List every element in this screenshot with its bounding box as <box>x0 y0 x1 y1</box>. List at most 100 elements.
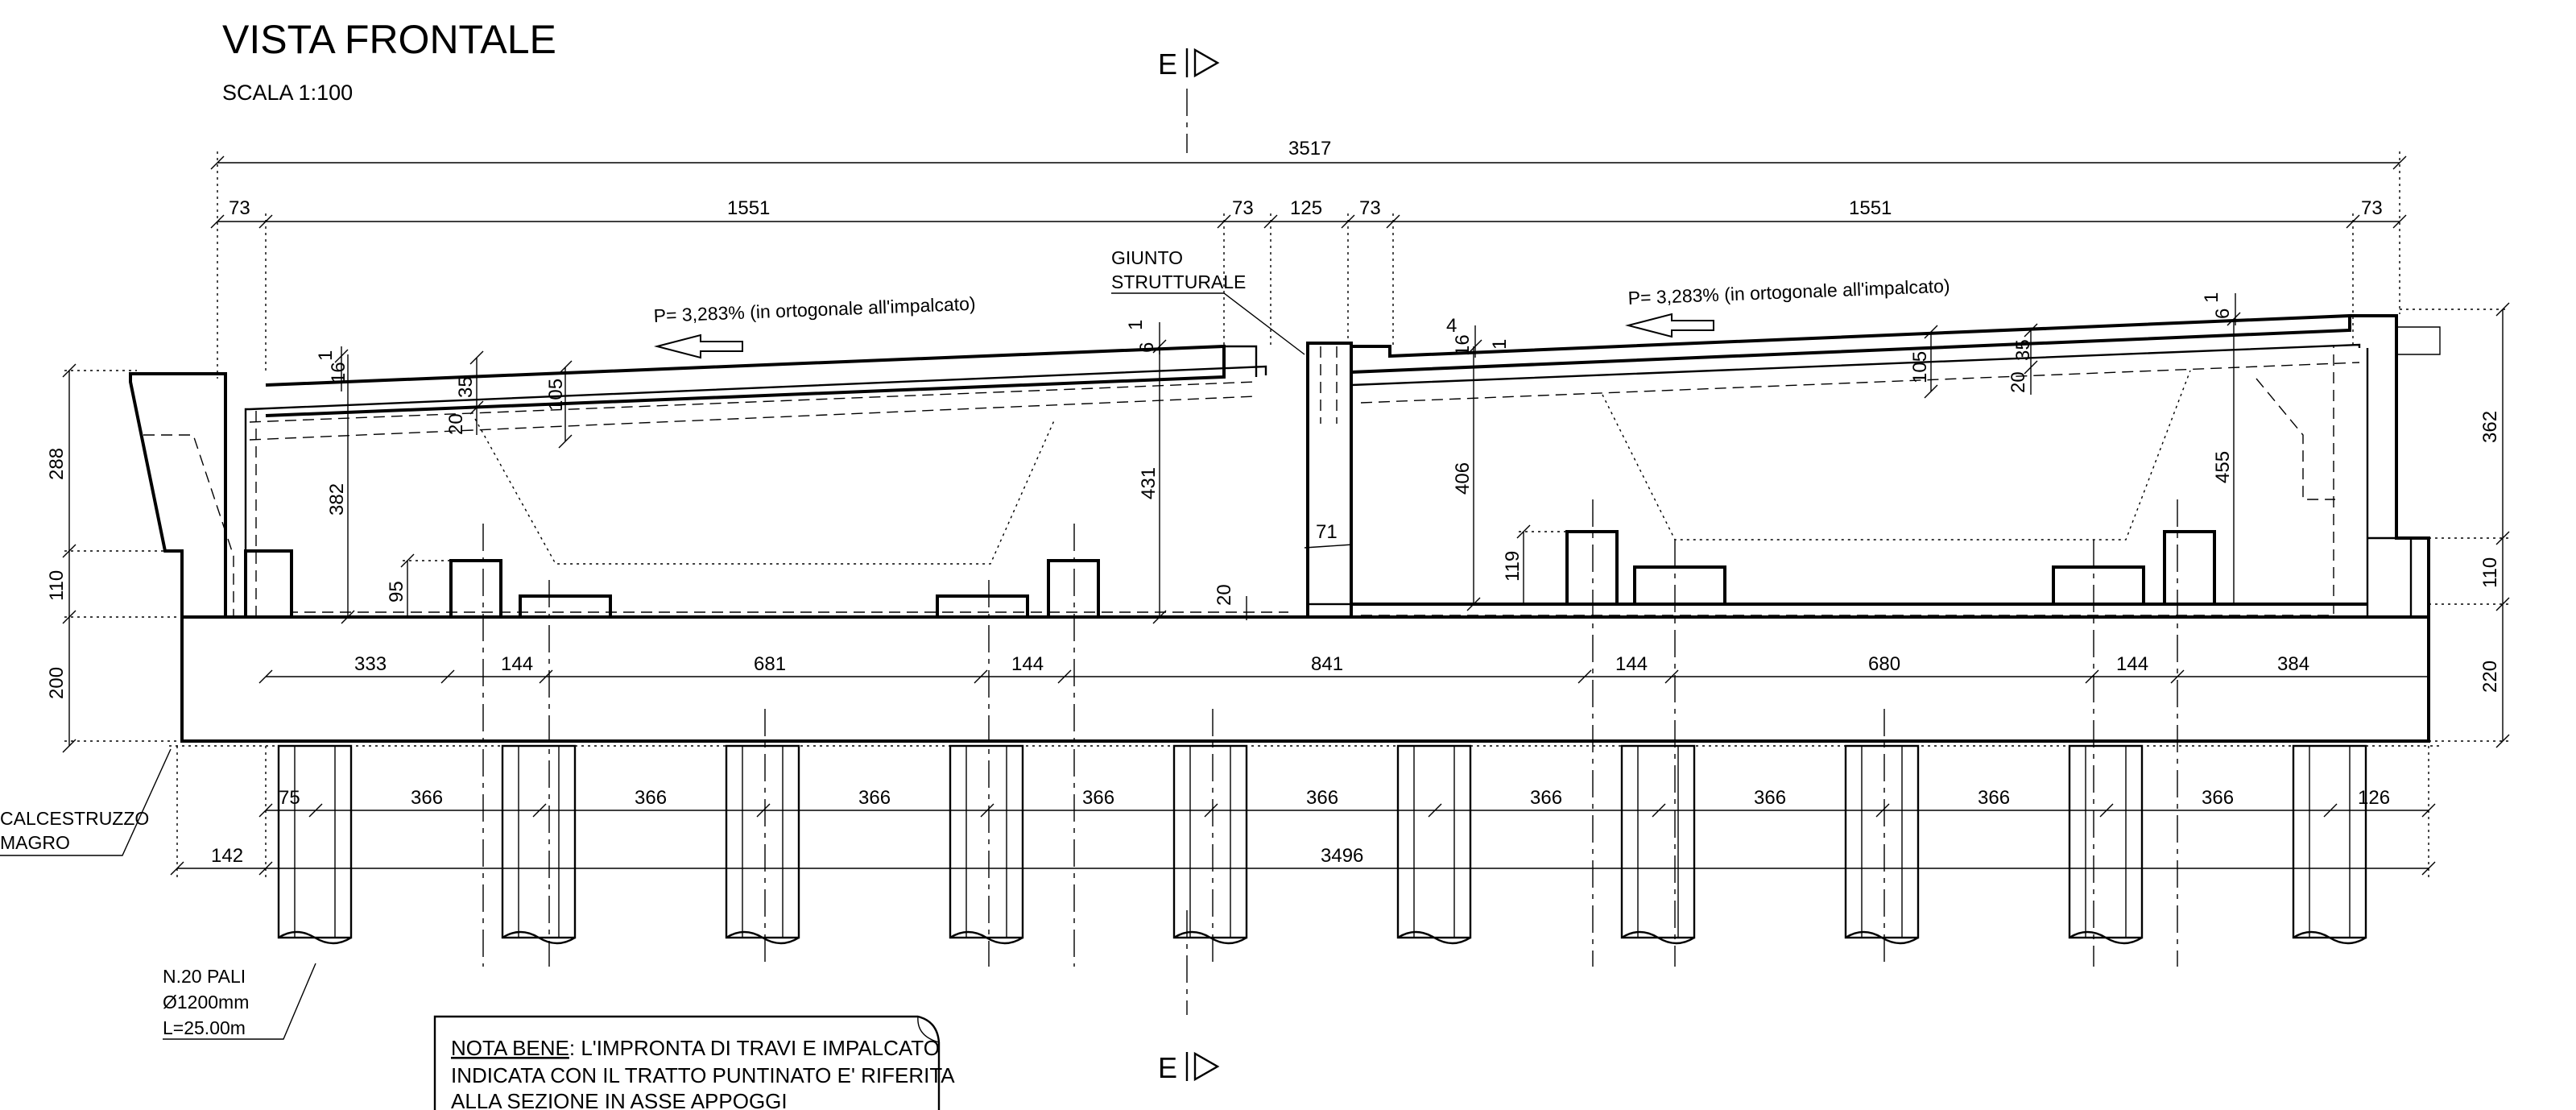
pile <box>501 744 577 945</box>
overall-dimension: 3517 <box>210 138 2407 170</box>
interior-dimensions: 382 95 431 20 71 406 119 455 35 20 <box>315 292 2241 624</box>
section-mark-bottom: E <box>1158 910 1220 1084</box>
svg-text:1: 1 <box>1125 320 1147 330</box>
drawing-scale: SCALA 1:100 <box>222 81 353 105</box>
piles <box>277 744 2367 945</box>
svg-text:200: 200 <box>46 667 68 699</box>
svg-text:P= 3,283% (in ortogonale all'i: P= 3,283% (in ortogonale all'impalcato) <box>1627 275 1950 309</box>
base-dimension-row: 142 3496 <box>170 746 2436 878</box>
pile <box>1172 744 1248 945</box>
svg-text:E: E <box>1158 1051 1177 1084</box>
svg-text:431: 431 <box>1138 467 1160 499</box>
svg-text:125: 125 <box>1290 197 1322 219</box>
svg-text:1: 1 <box>315 350 337 361</box>
pile <box>2292 744 2367 945</box>
svg-text:366: 366 <box>858 787 891 809</box>
svg-text:MAGRO: MAGRO <box>0 832 70 853</box>
pile <box>1844 744 1920 945</box>
svg-text:73: 73 <box>1359 197 1381 219</box>
drawing-title: VISTA FRONTALE <box>222 17 556 62</box>
pile <box>725 744 800 945</box>
svg-text:STRUTTURALE: STRUTTURALE <box>1111 271 1246 292</box>
pile-dimension-row: 75 366 366 366 366 366 366 366 366 366 1… <box>258 787 2436 818</box>
lean-concrete-label: CALCESTRUZZO MAGRO <box>0 748 172 856</box>
svg-text:N.20 PALI: N.20 PALI <box>163 966 246 987</box>
svg-text:366: 366 <box>635 787 667 809</box>
svg-text:366: 366 <box>2202 787 2234 809</box>
foundation-dimension-row: 333 144 681 144 841 144 680 144 384 <box>258 653 2429 684</box>
svg-text:105: 105 <box>1909 351 1931 383</box>
svg-text:366: 366 <box>1306 787 1338 809</box>
svg-text:3496: 3496 <box>1321 845 1363 867</box>
svg-text:16: 16 <box>328 362 349 383</box>
svg-text:73: 73 <box>229 197 250 219</box>
svg-text:144: 144 <box>2116 653 2148 675</box>
svg-text:366: 366 <box>411 787 443 809</box>
svg-text:CALCESTRUZZO: CALCESTRUZZO <box>0 808 149 829</box>
pile <box>1396 744 1472 945</box>
svg-text:GIUNTO: GIUNTO <box>1111 247 1183 268</box>
svg-text:20: 20 <box>1214 584 1235 606</box>
pile <box>277 744 353 945</box>
right-height-dimensions: 362 110 220 <box>2400 302 2510 748</box>
svg-text:95: 95 <box>386 581 407 603</box>
svg-text:333: 333 <box>354 653 387 675</box>
abutment-structure <box>129 313 2441 743</box>
svg-text:NOTA BENE: L'IMPRONTA DI TRAVI: NOTA BENE: L'IMPRONTA DI TRAVI E IMPALCA… <box>451 1036 940 1060</box>
slope-arrow-right-icon <box>1625 313 1714 338</box>
pile <box>1620 744 1696 945</box>
extension-lines <box>217 151 2400 379</box>
svg-text:16: 16 <box>1452 334 1474 356</box>
svg-text:220: 220 <box>2479 661 2501 693</box>
svg-text:455: 455 <box>2212 451 2234 483</box>
slope-label-left: P= 3,283% (in ortogonale all'impalcato) <box>653 293 976 359</box>
svg-text:75: 75 <box>279 787 300 809</box>
svg-text:126: 126 <box>2358 787 2390 809</box>
section-mark-top: E <box>1158 48 1220 153</box>
center-lines <box>482 499 2178 967</box>
joint-label: GIUNTO STRUTTURALE <box>1111 247 1305 355</box>
svg-text:366: 366 <box>1530 787 1562 809</box>
svg-text:110: 110 <box>46 570 68 601</box>
svg-text:1: 1 <box>1489 339 1511 350</box>
svg-text:1551: 1551 <box>727 197 770 219</box>
slope-arrow-left-icon <box>654 333 743 359</box>
svg-text:841: 841 <box>1311 653 1343 675</box>
svg-text:E: E <box>1158 48 1177 81</box>
svg-text:366: 366 <box>1082 787 1114 809</box>
svg-text:73: 73 <box>2361 197 2383 219</box>
svg-text:73: 73 <box>1232 197 1254 219</box>
svg-text:35: 35 <box>2012 339 2034 361</box>
note-line-1: : L'IMPRONTA DI TRAVI E IMPALCATO <box>569 1036 940 1060</box>
svg-text:144: 144 <box>1011 653 1044 675</box>
note-line-3: ALLA SEZIONE IN ASSE APPOGGI <box>451 1089 788 1110</box>
piles-label: N.20 PALI Ø1200mm L=25.00m <box>163 963 316 1040</box>
svg-text:362: 362 <box>2479 411 2501 443</box>
svg-text:144: 144 <box>1615 653 1648 675</box>
left-height-dimensions: 288 110 200 <box>46 363 182 753</box>
svg-text:366: 366 <box>1754 787 1786 809</box>
svg-text:366: 366 <box>1978 787 2010 809</box>
svg-text:119: 119 <box>1502 551 1524 582</box>
svg-text:35: 35 <box>455 376 477 398</box>
svg-text:110: 110 <box>2479 557 2501 588</box>
note-heading: NOTA BENE <box>451 1036 569 1060</box>
pile <box>2068 744 2144 945</box>
svg-text:6: 6 <box>1136 342 1158 353</box>
slope-label-right: P= 3,283% (in ortogonale all'impalcato) <box>1625 275 1950 338</box>
svg-text:681: 681 <box>754 653 786 675</box>
svg-text:406: 406 <box>1452 462 1474 495</box>
svg-text:P= 3,283% (in ortogonale all'i: P= 3,283% (in ortogonale all'impalcato) <box>653 293 976 326</box>
svg-text:384: 384 <box>2277 653 2309 675</box>
note-line-2: INDICATA CON IL TRATTO PUNTINATO E' RIFE… <box>451 1063 955 1087</box>
note-box: NOTA BENE: L'IMPRONTA DI TRAVI E IMPALCA… <box>433 1015 955 1110</box>
svg-text:142: 142 <box>211 845 243 867</box>
svg-text:20: 20 <box>445 413 467 435</box>
svg-text:1: 1 <box>2201 292 2222 303</box>
pile <box>949 744 1024 945</box>
svg-text:20: 20 <box>2007 371 2029 393</box>
foundation-slab <box>180 615 2430 743</box>
svg-text:1551: 1551 <box>1849 197 1892 219</box>
svg-text:Ø1200mm: Ø1200mm <box>163 992 249 1013</box>
svg-text:4: 4 <box>1446 315 1457 337</box>
